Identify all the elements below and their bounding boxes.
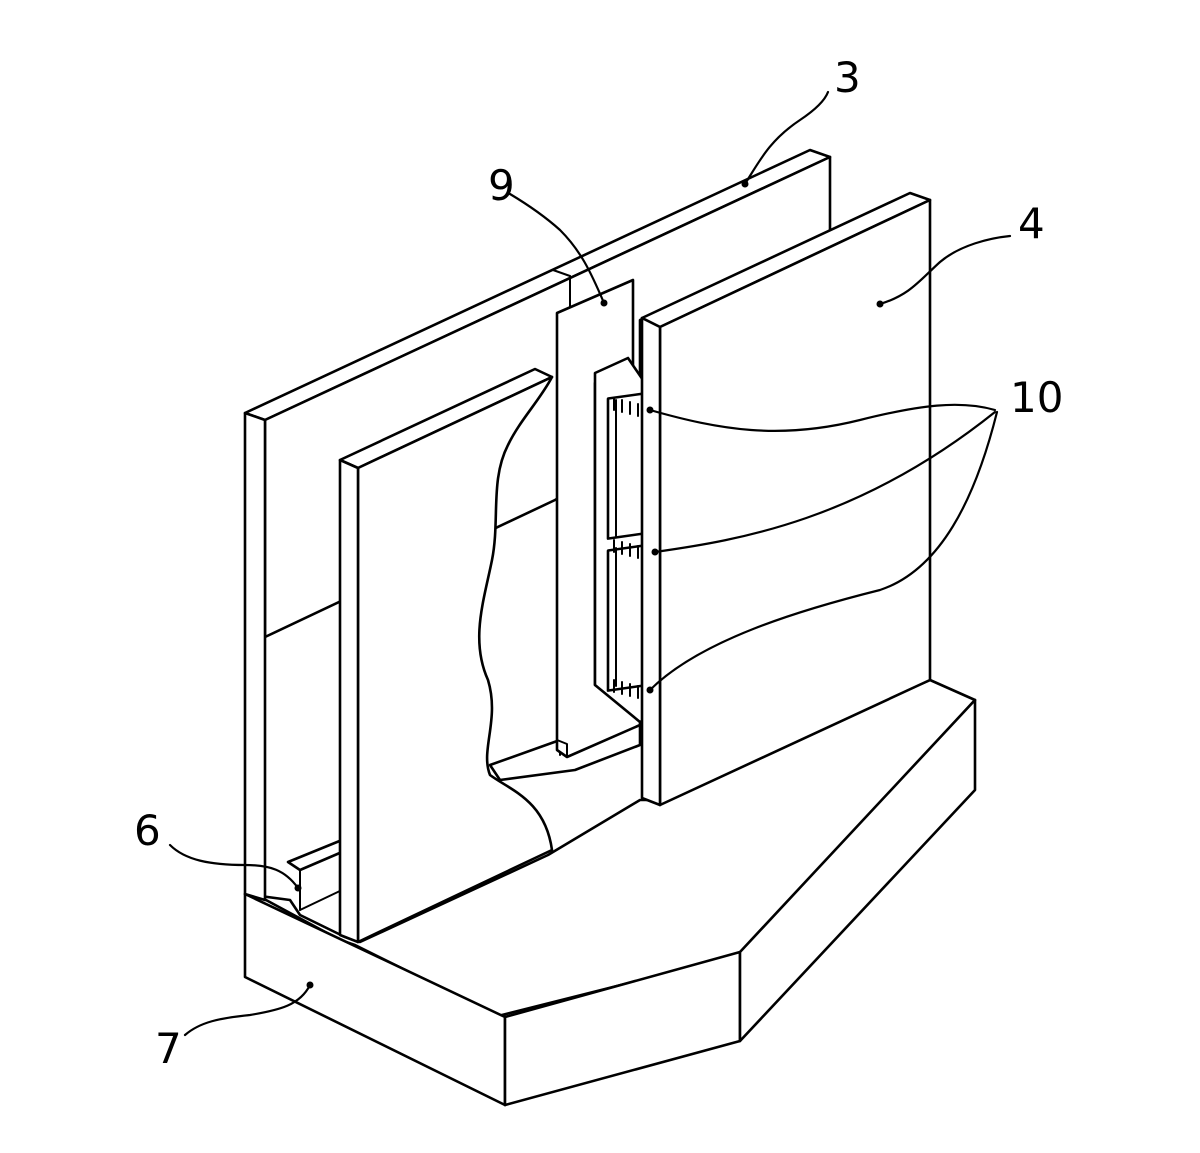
base-block [243,678,977,1107]
leader-lines [168,90,1012,1037]
cutaway-plate [338,367,554,944]
callout-7: 7 [155,1024,182,1073]
callout-9: 9 [488,161,515,210]
front-plate [640,191,932,807]
leader-dots [294,180,884,989]
callout-6: 6 [134,806,161,855]
callout-3: 3 [834,53,861,102]
callout-4: 4 [1018,199,1045,248]
callout-10: 10 [1010,373,1063,422]
